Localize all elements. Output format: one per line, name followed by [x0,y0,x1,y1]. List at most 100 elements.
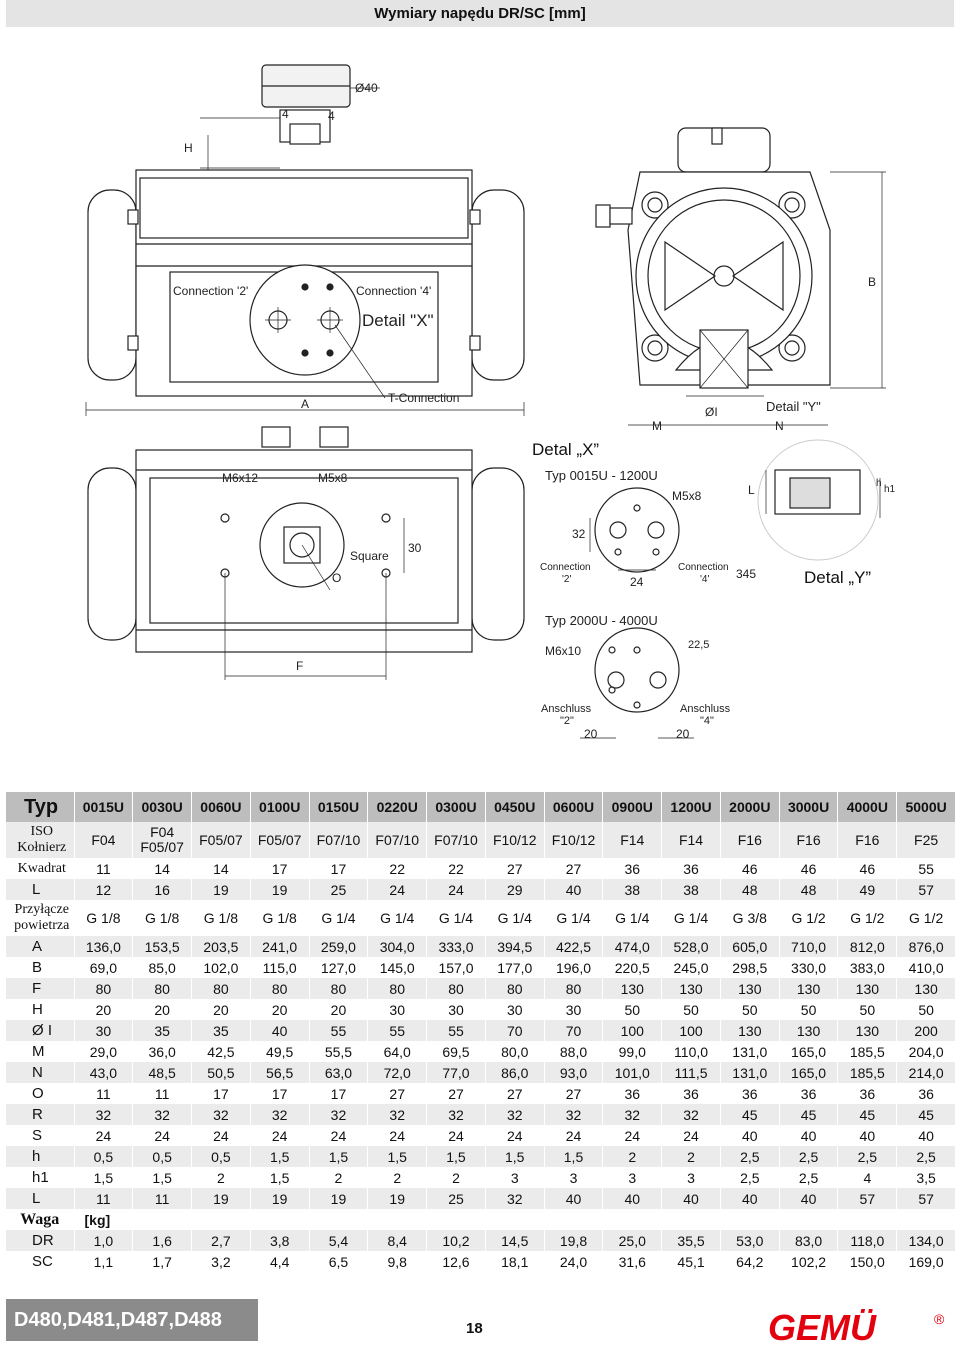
label-conn4-b: Connection [678,562,729,573]
header-type-0900U: 0900U [602,792,663,822]
table-cell: 70 [544,1020,604,1041]
table-cell: F04 [74,822,134,858]
label-twentyfour: 24 [630,575,644,589]
logo-registered-mark: ® [934,1311,945,1327]
table-cell: 0,5 [132,1146,193,1167]
row-label: H [6,999,75,1020]
table-cell: 2 [426,1167,486,1188]
table-cell: 2 [309,1167,369,1188]
detail-x-drawing [580,487,694,739]
table-cell: 48 [779,879,839,900]
table-cell [309,1209,369,1230]
table-cell: 118,0 [837,1230,898,1251]
table-cell: 474,0 [602,936,663,957]
table-cell [779,1209,839,1230]
table-cell: 32 [132,1104,193,1125]
table-cell: 36 [661,858,721,879]
label-twenty-a: 20 [584,727,598,741]
table-cell: 177,0 [485,957,545,978]
header-type-0015U: 0015U [74,792,134,822]
table-cell: 157,0 [426,957,486,978]
product-codes-badge: D480,D481,D487,D488 [6,1299,258,1341]
label-m5x8-b: M5x8 [672,489,702,503]
table-cell: F25 [896,822,956,858]
table-cell: F07/10 [309,822,369,858]
table-cell: 22 [426,858,486,879]
table-cell: 80 [544,978,604,999]
row-label: M [6,1041,75,1062]
table-cell: G 1/4 [661,900,721,936]
table-cell: 100 [661,1020,721,1041]
table-cell: 214,0 [896,1062,956,1083]
logo-text: GEMÜ [768,1307,877,1346]
table-cell: 11 [74,1083,134,1104]
table-cell: 36 [779,1083,839,1104]
table-cell: [kg] [74,1209,134,1230]
table-cell: 36 [837,1083,898,1104]
table-cell: 27 [485,1083,545,1104]
table-cell: 83,0 [779,1230,839,1251]
label-t-connection: T-Connection [388,391,459,405]
label-connection-2: Connection '2' [173,284,248,298]
table-cell: 130 [779,1020,839,1041]
table-cell: 32 [250,1104,310,1125]
table-cell: 86,0 [485,1062,545,1083]
table-cell: 2,5 [779,1146,839,1167]
table-cell: 55 [367,1020,428,1041]
table-cell: 11 [132,1083,193,1104]
table-cell: 45 [779,1104,839,1125]
label-connection-4: Connection '4' [356,284,431,298]
row-label: R [6,1104,75,1125]
table-cell: 30 [426,999,486,1020]
table-cell: 80 [250,978,310,999]
header-type-0100U: 0100U [250,792,310,822]
header-type-4000U: 4000U [837,792,898,822]
table-cell: 29,0 [74,1041,134,1062]
table-cell: 110,0 [661,1041,721,1062]
table-cell: 1,6 [132,1230,193,1251]
table-cell: 196,0 [544,957,604,978]
table-cell: 203,5 [191,936,251,957]
header-type-0030U: 0030U [132,792,193,822]
table-cell: 36 [602,1083,663,1104]
table-cell: 3 [602,1167,663,1188]
table-cell: 1,1 [74,1251,134,1272]
table-cell: 136,0 [74,936,134,957]
table-cell: 40 [720,1125,780,1146]
header-type-0150U: 0150U [309,792,369,822]
table-cell: 31,6 [602,1251,663,1272]
table-cell: 11 [132,1188,193,1209]
table-cell: 3 [661,1167,721,1188]
table-cell: 25 [309,879,369,900]
table-cell: 38 [602,879,663,900]
label-h1: h1 [884,484,896,495]
table-cell: F10/12 [485,822,545,858]
table-cell: 45 [837,1104,898,1125]
table-cell: F04 F05/07 [132,822,193,858]
table-cell: 17 [191,1083,251,1104]
label-22-5: 22,5 [688,639,709,651]
table-cell: 64,2 [720,1251,780,1272]
table-cell: 1,0 [74,1230,134,1251]
table-cell: 24 [132,1125,193,1146]
table-cell [132,1209,193,1230]
table-cell: 20 [132,999,193,1020]
table-cell: 40 [779,1125,839,1146]
label-m6x12: M6x12 [222,471,258,485]
table-cell: 36,0 [132,1041,193,1062]
table-cell: 20 [74,999,134,1020]
table-cell: 2 [602,1146,663,1167]
table-cell: 145,0 [367,957,428,978]
table-cell: 2,5 [896,1146,956,1167]
table-cell: 80 [426,978,486,999]
table-cell: 245,0 [661,957,721,978]
table-cell: 241,0 [250,936,310,957]
table-cell: 24 [544,1125,604,1146]
table-cell: 101,0 [602,1062,663,1083]
row-label: Przyłącze powietrza [6,900,75,936]
table-cell: 24,0 [544,1251,604,1272]
